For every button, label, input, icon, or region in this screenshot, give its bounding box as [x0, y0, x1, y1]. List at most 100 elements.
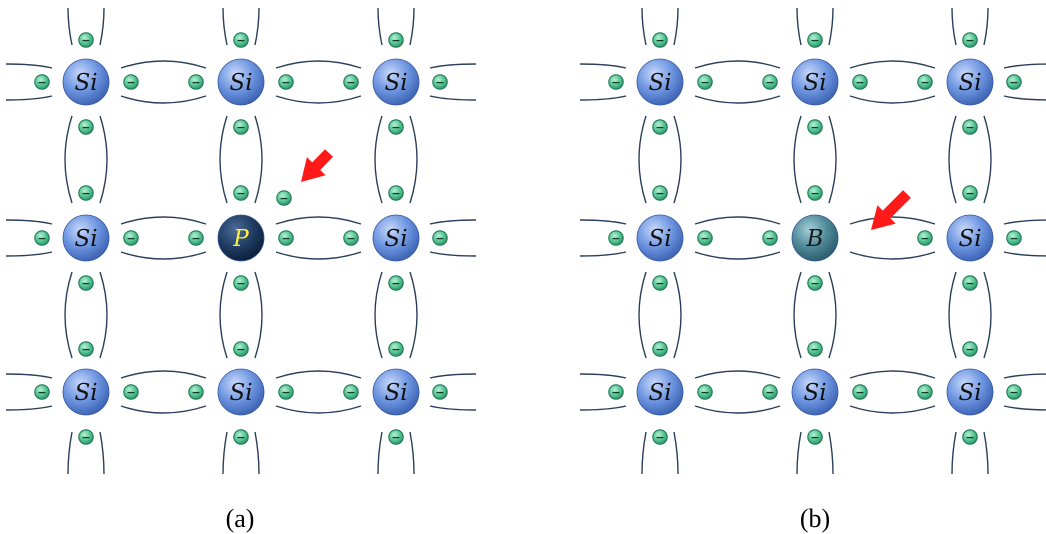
- panel-a-bond-v1-1: [219, 115, 263, 204]
- panel-b-electron-h1a-0: −: [697, 74, 713, 90]
- svg-text:−: −: [126, 76, 135, 89]
- panel-a-electron-h2a-1: −: [278, 230, 294, 246]
- panel-a-electron-h1a-1: −: [123, 230, 139, 246]
- panel-a-bond-bottom-2: [377, 431, 415, 475]
- panel-b-electron-v1a-0: −: [652, 119, 668, 135]
- panel-b-electron-bottom-1: −: [807, 429, 823, 445]
- svg-text:−: −: [236, 431, 245, 444]
- svg-text:−: −: [810, 121, 819, 134]
- panel-a-electron-bottom-1: −: [233, 429, 249, 445]
- panel-b-si-atom-0-0: Si: [636, 58, 684, 106]
- bond-layer: [5, 7, 1046, 475]
- panel-b-bond-h1-0: [694, 60, 781, 104]
- svg-text:−: −: [37, 386, 46, 399]
- panel-b-bond-left-2: [579, 373, 627, 411]
- panel-a-bond-right-2: [429, 373, 477, 411]
- panel-a-electron-h1a-2: −: [123, 384, 139, 400]
- panel-b-electron-v2b-1: −: [807, 341, 823, 357]
- svg-text:−: −: [655, 431, 664, 444]
- panel-b-bond-h2-1: [849, 216, 936, 260]
- panel-b-bond-bottom-1: [796, 431, 834, 475]
- panel-b-dopant-atom-label: B: [806, 226, 824, 252]
- panel-a-electron-v2a-2: −: [388, 275, 404, 291]
- svg-text:−: −: [810, 343, 819, 356]
- panel-b-electron-h2b-0: −: [917, 74, 933, 90]
- svg-text:−: −: [346, 232, 355, 245]
- panel-b-hole-arrow: [871, 190, 911, 230]
- panel-b-si-atom-2-0: Si: [636, 368, 684, 416]
- panel-b-electron-left-0: −: [608, 74, 624, 90]
- panel-b-electron-h2b-2: −: [917, 384, 933, 400]
- svg-text:−: −: [655, 277, 664, 290]
- svg-text:−: −: [37, 76, 46, 89]
- svg-text:−: −: [1009, 232, 1018, 245]
- svg-text:−: −: [81, 34, 90, 47]
- panel-a-electron-left-2: −: [34, 384, 50, 400]
- panel-b-bond-top-2: [951, 7, 989, 46]
- panel-b-bond-right-2: [1003, 373, 1046, 411]
- panel-a-electron-right-2: −: [432, 384, 448, 400]
- panel-a-si-atom-2-1: Si: [217, 368, 265, 416]
- panel-a-si-atom-0-0: Si: [62, 58, 110, 106]
- svg-text:−: −: [279, 192, 288, 205]
- panel-a-caption: (a): [226, 504, 255, 533]
- svg-text:−: −: [81, 343, 90, 356]
- svg-text:−: −: [37, 232, 46, 245]
- panel-b-si-atom-1-2-label: Si: [958, 226, 981, 252]
- svg-text:−: −: [700, 232, 709, 245]
- panel-b-electron-h1b-1: −: [762, 230, 778, 246]
- svg-text:−: −: [281, 386, 290, 399]
- svg-text:−: −: [281, 76, 290, 89]
- svg-text:−: −: [1009, 386, 1018, 399]
- panel-a-bond-v2-0: [64, 271, 108, 359]
- panel-b-bond-v2-0: [638, 271, 682, 359]
- panel-a-electron-v1b-1: −: [233, 185, 249, 201]
- svg-text:−: −: [855, 386, 864, 399]
- panel-a-bond-right-0: [429, 63, 477, 101]
- panel-a-electron-h2a-2: −: [278, 384, 294, 400]
- panel-b-dopant-atom: B: [791, 214, 839, 262]
- svg-text:−: −: [435, 76, 444, 89]
- panel-b-bond-v1-0: [638, 115, 682, 204]
- svg-text:−: −: [965, 187, 974, 200]
- panel-a-electron-bottom-2: −: [388, 429, 404, 445]
- panel-b-electron-bottom-0: −: [652, 429, 668, 445]
- panel-a-bond-v2-2: [374, 271, 418, 359]
- panel-b-bond-h2-0: [849, 60, 936, 104]
- panel-b-bond-right-0: [1003, 63, 1046, 101]
- panel-b-electron-v2a-2: −: [962, 275, 978, 291]
- svg-text:−: −: [920, 232, 929, 245]
- panel-a-si-atom-0-1-label: Si: [229, 70, 252, 96]
- panel-a-bond-v1-2: [374, 115, 418, 204]
- panel-b-electron-v2b-2: −: [962, 341, 978, 357]
- panel-b-electron-v1a-2: −: [962, 119, 978, 135]
- svg-text:−: −: [965, 121, 974, 134]
- panel-b-bond-top-1: [796, 7, 834, 46]
- panel-a-electron-v2b-0: −: [78, 341, 94, 357]
- panel-a-bond-top-1: [222, 7, 260, 46]
- svg-text:−: −: [191, 386, 200, 399]
- panel-b-si-atom-1-0: Si: [636, 214, 684, 262]
- panel-a-bond-left-2: [5, 373, 53, 411]
- panel-a-bond-h1-1: [120, 216, 207, 260]
- svg-text:−: −: [391, 431, 400, 444]
- panel-b-electron-top-0: −: [652, 32, 668, 48]
- marker-layer: [301, 149, 911, 230]
- svg-text:−: −: [700, 76, 709, 89]
- panel-b-si-atom-2-1: Si: [791, 368, 839, 416]
- svg-text:−: −: [965, 431, 974, 444]
- panel-b-electron-h2a-0: −: [852, 74, 868, 90]
- panel-a-electron-h2b-0: −: [343, 74, 359, 90]
- panel-b-electron-right-1: −: [1006, 230, 1022, 246]
- svg-text:−: −: [281, 232, 290, 245]
- svg-text:−: −: [81, 121, 90, 134]
- panel-a-bond-top-0: [67, 7, 105, 46]
- panel-b-electron-h1a-2: −: [697, 384, 713, 400]
- panel-a-dopant-atom-label: P: [232, 226, 249, 252]
- panel-b-electron-h2b-1: −: [917, 230, 933, 246]
- panel-a-electron-h2a-0: −: [278, 74, 294, 90]
- panel-a-bond-bottom-1: [222, 431, 260, 475]
- panel-a-electron-top-1: −: [233, 32, 249, 48]
- svg-text:−: −: [965, 277, 974, 290]
